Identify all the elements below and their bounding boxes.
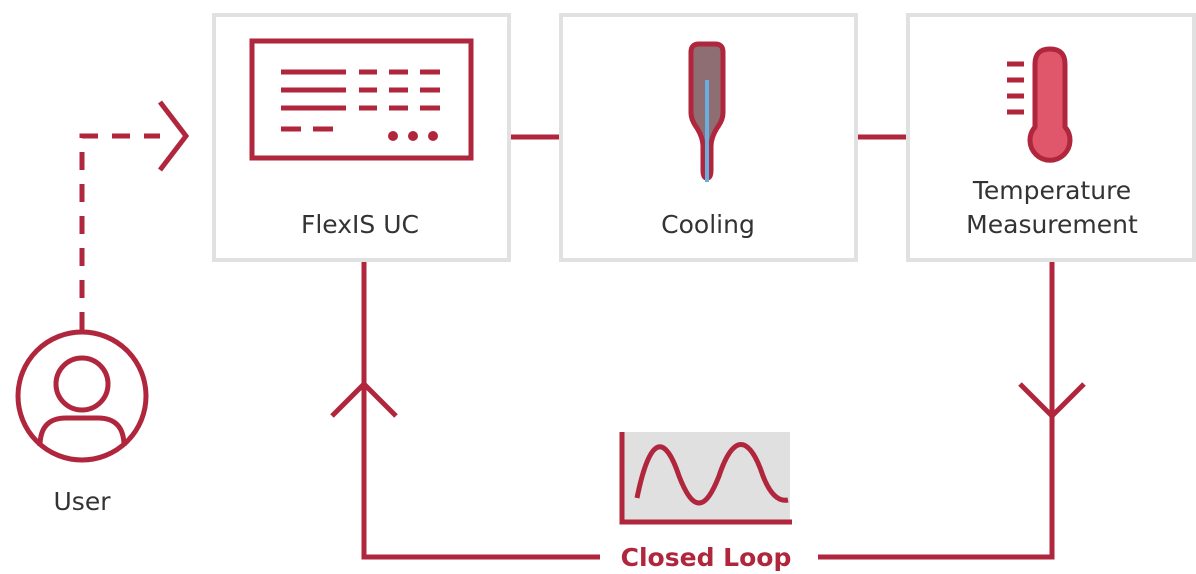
controller-node: FlexIS UC	[212, 13, 511, 262]
temperature-label-line1: Temperature	[972, 176, 1131, 205]
controller-label: FlexIS UC	[301, 210, 419, 239]
user-node: User	[15, 329, 149, 516]
user-label: User	[54, 487, 112, 516]
closed-loop-path	[330, 262, 1086, 560]
user-to-controller-dashed-arrow	[79, 100, 190, 330]
cooling-label: Cooling	[661, 210, 755, 239]
cooling-probe-icon	[688, 41, 726, 182]
control-panel-icon	[249, 38, 474, 161]
arrow-up-icon	[330, 380, 398, 418]
thermometer-icon	[1007, 46, 1073, 163]
temperature-label-line2: Measurement	[966, 210, 1138, 239]
arrow-down-icon	[1018, 382, 1086, 420]
cooling-node: Cooling	[559, 13, 858, 262]
waveform-chart-icon	[619, 432, 792, 525]
temperature-node: Temperature Measurement	[906, 13, 1196, 262]
controller-box	[212, 13, 511, 262]
user-avatar-icon	[15, 329, 149, 463]
arrow-right-icon	[158, 100, 190, 172]
closed-loop-label: Closed Loop	[621, 543, 792, 572]
